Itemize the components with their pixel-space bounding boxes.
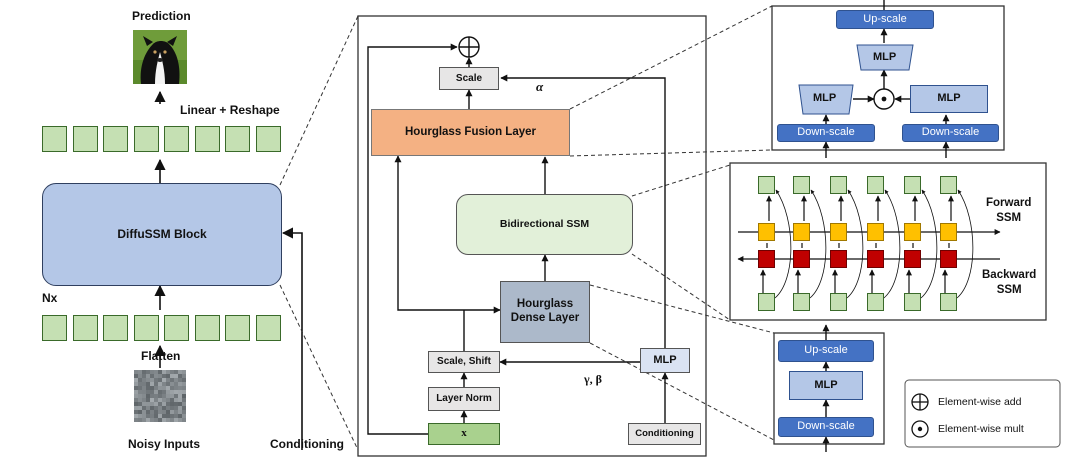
legend-add-label: Element-wise add (938, 396, 1022, 408)
dense-label: Hourglass Dense Layer (510, 298, 580, 324)
backward-ssm-cell (904, 250, 921, 268)
linear-reshape-label: Linear + Reshape (180, 103, 280, 117)
fusion-mlp-top-trapezoid (856, 44, 914, 71)
ssm-input-token (940, 293, 957, 311)
token-square (42, 126, 67, 152)
layer-norm-box: Layer Norm (428, 387, 500, 411)
conditioning-box: Conditioning (628, 423, 701, 445)
token-square (225, 315, 250, 341)
fusion-mlp-right-label: MLP (937, 92, 961, 105)
fusion-label: Hourglass Fusion Layer (404, 125, 536, 138)
ssm-output-token (793, 176, 810, 194)
fusion-down-scale-left: Down-scale (777, 124, 875, 142)
left-arrows (154, 90, 303, 450)
token-square (133, 126, 159, 152)
forward-ssm-cell (867, 223, 884, 241)
prediction-image (133, 30, 187, 84)
token-square (103, 126, 128, 152)
mlp-label: MLP (653, 353, 677, 366)
dense-down-scale-label: Down-scale (797, 420, 855, 433)
forward-ssm-cell (904, 223, 921, 241)
bidirectional-ssm: Bidirectional SSM (456, 194, 633, 255)
x-label: x (461, 427, 467, 440)
scale-label: Scale (455, 72, 483, 84)
token-square (72, 126, 98, 152)
diffussm-block-label: DiffuSSM Block (117, 227, 207, 242)
token-square (42, 315, 67, 341)
nx-label: Nx (42, 291, 58, 305)
dense-mlp: MLP (789, 371, 863, 400)
backward-ssm-cell (940, 250, 957, 268)
token-square (194, 315, 220, 341)
fusion-up-scale-label: Up-scale (863, 12, 907, 25)
layer-norm-label: Layer Norm (436, 393, 492, 404)
gamma-beta-label: γ, β (584, 372, 602, 386)
flatten-label: Flatten (141, 349, 181, 363)
fusion-down-scale-left-label: Down-scale (797, 126, 855, 139)
fusion-mlp-left-label: MLP (813, 92, 837, 104)
forward-ssm-label: Forward SSM (986, 197, 1032, 224)
ssm-input-token (904, 293, 921, 311)
fusion-down-scale-right-label: Down-scale (921, 126, 980, 139)
forward-ssm-cell (758, 223, 775, 241)
token-square (164, 315, 189, 341)
token-square (255, 315, 281, 341)
middle-arrows (367, 43, 669, 435)
fusion-mlp-right: MLP (910, 85, 988, 113)
forward-ssm-cell (830, 223, 847, 241)
prediction-label: Prediction (132, 9, 191, 23)
ssm-input-token (793, 293, 810, 311)
hourglass-fusion-layer: Hourglass Fusion Layer (371, 109, 570, 156)
backward-ssm-cell (793, 250, 810, 268)
ssm-output-token (758, 176, 775, 194)
backward-ssm-cell (758, 250, 775, 268)
token-square (225, 126, 250, 152)
backward-ssm-label: Backward SSM (982, 269, 1037, 296)
bissm-label: Bidirectional SSM (499, 218, 590, 231)
ssm-input-token (830, 293, 847, 311)
ssm-output-token (867, 176, 884, 194)
ssm-input-token (867, 293, 884, 311)
conditioning-label: Conditioning (270, 437, 344, 451)
ssm-output-token (904, 176, 921, 194)
dense-up-scale-label: Up-scale (804, 344, 848, 357)
fusion-down-scale-right: Down-scale (902, 124, 999, 142)
fusion-mlp-left-trapezoid (798, 84, 854, 115)
noisy-inputs-label: Noisy Inputs (128, 437, 201, 451)
backward-ssm-cell (830, 250, 847, 268)
scale-shift-box: Scale, Shift (428, 351, 500, 373)
scale-shift-label: Scale, Shift (437, 356, 491, 367)
x-input-box: x (428, 423, 500, 445)
token-square (72, 315, 98, 341)
token-square (103, 315, 128, 341)
mlp-box: MLP (640, 348, 690, 373)
dense-down-scale: Down-scale (778, 417, 874, 437)
dense-up-scale: Up-scale (778, 340, 874, 362)
alpha-label: α (536, 79, 544, 94)
conditioning-box-label: Conditioning (635, 428, 694, 440)
scale-box: Scale (439, 67, 499, 90)
ssm-output-token (830, 176, 847, 194)
hourglass-dense-layer: Hourglass Dense Layer (500, 281, 590, 343)
forward-ssm-cell (793, 223, 810, 241)
backward-ssm-cell (867, 250, 884, 268)
dense-mlp-label: MLP (814, 378, 838, 391)
token-square (255, 126, 281, 152)
legend-mult-label: Element-wise mult (938, 423, 1024, 435)
forward-ssm-cell (940, 223, 957, 241)
ssm-grid (737, 189, 1001, 299)
ssm-input-token (758, 293, 775, 311)
noisy-input-image (134, 370, 186, 422)
token-square (164, 126, 189, 152)
ssm-output-token (940, 176, 957, 194)
zoom-lines (279, 5, 775, 451)
diffussm-block: DiffuSSM Block (42, 183, 282, 286)
token-square (194, 126, 220, 152)
fusion-mlp-top-label: MLP (873, 51, 897, 63)
token-square (133, 315, 159, 341)
fusion-up-scale: Up-scale (836, 10, 934, 29)
